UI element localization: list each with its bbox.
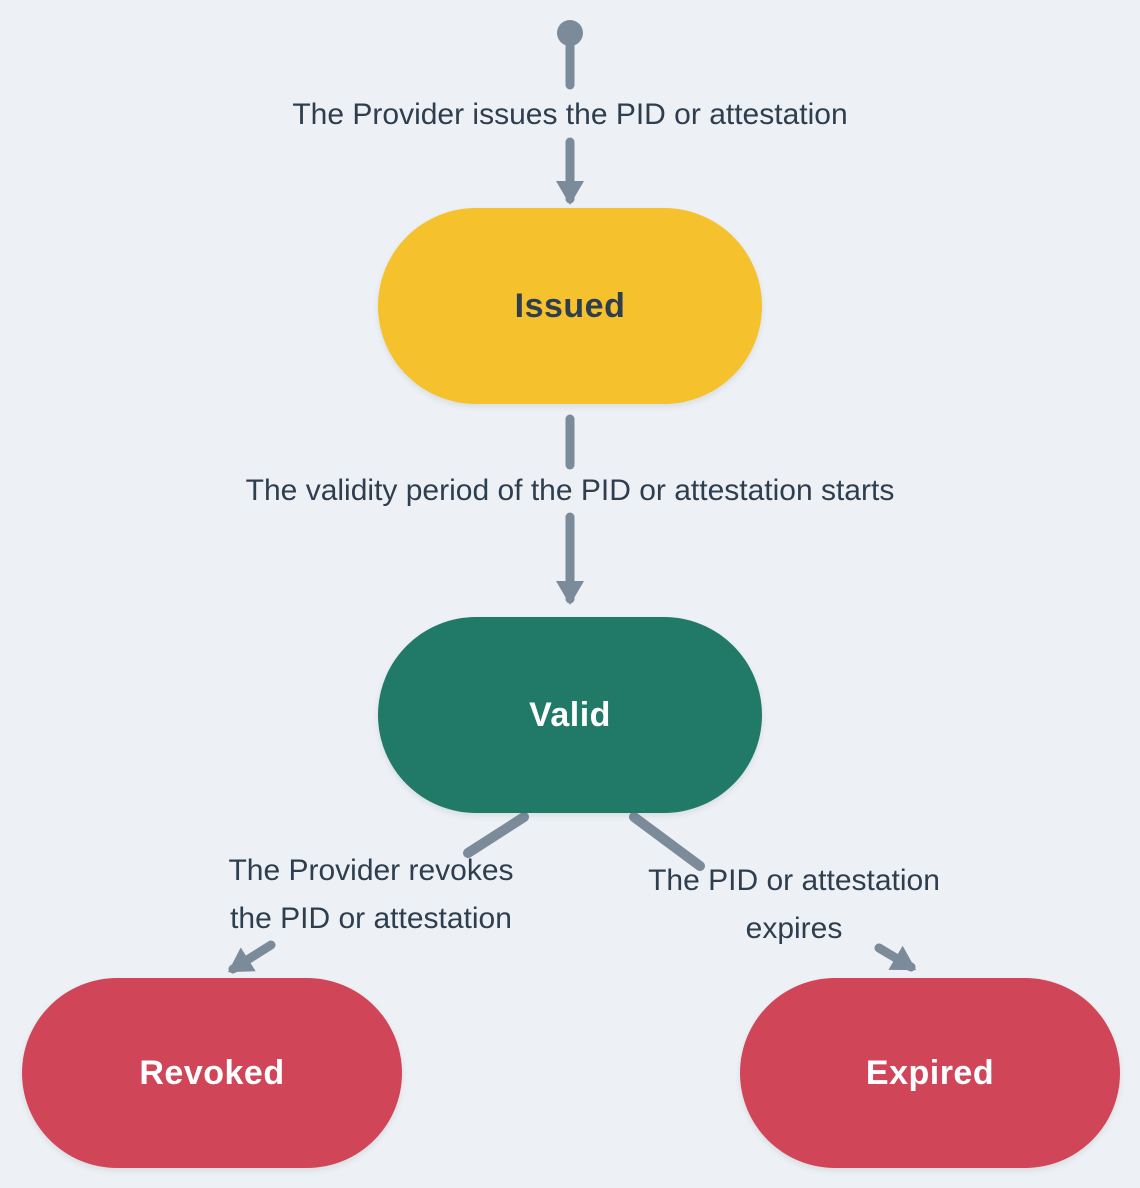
- node-expired: Expired: [740, 978, 1120, 1168]
- edge-label-provider-revokes-line1: The Provider revokes: [228, 854, 514, 887]
- edge-label-validity-starts: The validity period of the PID or attest…: [245, 474, 895, 507]
- arrow-expire-label-to-expired: [874, 943, 917, 972]
- node-revoked-label: Revoked: [139, 1053, 285, 1092]
- edge-label-attestation-expires-line1: The PID or attestation: [648, 864, 940, 897]
- edge-label-provider-revokes: The Provider revokes the PID or attestat…: [171, 847, 571, 943]
- edge-label-attestation-expires: The PID or attestation expires: [594, 857, 994, 953]
- line-valid-to-revoke-label: [463, 812, 529, 858]
- node-issued: Issued: [378, 208, 762, 404]
- start-state-icon: [557, 20, 583, 46]
- edge-label-attestation-expires-line2: expires: [745, 912, 843, 945]
- edge-label-provider-issues: The Provider issues the PID or attestati…: [292, 98, 848, 131]
- arrow-revoke-label-to-revoked: [227, 940, 276, 974]
- node-issued-label: Issued: [514, 286, 626, 325]
- node-valid: Valid: [378, 617, 762, 813]
- edge-label-provider-revokes-line2: the PID or attestation: [230, 902, 512, 935]
- node-valid-label: Valid: [529, 695, 611, 734]
- line-valid-to-expire-label: [629, 812, 705, 871]
- node-expired-label: Expired: [865, 1053, 995, 1092]
- node-revoked: Revoked: [22, 978, 402, 1168]
